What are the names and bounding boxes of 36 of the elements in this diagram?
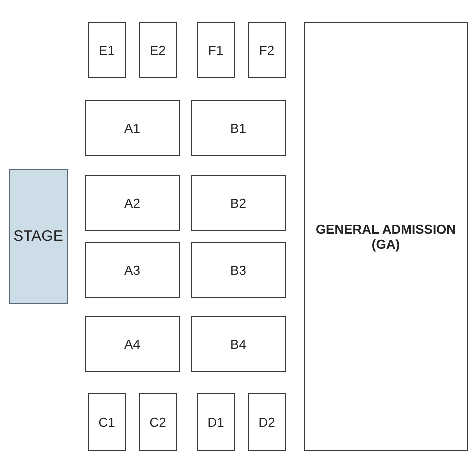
- seating-section: [191, 242, 286, 298]
- seating-section: [85, 175, 180, 231]
- seating-section: [85, 316, 180, 372]
- section-label: F1: [208, 42, 224, 58]
- section-label: F2: [259, 42, 275, 58]
- stage-area: [9, 169, 68, 304]
- section-label: E1: [99, 42, 115, 58]
- seating-section: [248, 22, 286, 78]
- seating-section: [85, 100, 180, 156]
- area-label: GENERAL ADMISSION (GA): [314, 222, 458, 252]
- seating-section: [88, 393, 126, 451]
- section-label: A2: [124, 196, 140, 210]
- section-label: B3: [230, 262, 246, 278]
- section-label: C1: [98, 414, 116, 430]
- seating-section: [191, 175, 286, 231]
- section-label: B2: [230, 196, 246, 210]
- seating-section: [191, 316, 286, 372]
- general-admission-area: [304, 22, 468, 451]
- seating-section: [191, 100, 286, 156]
- section-label: B1: [230, 120, 246, 136]
- seating-section: [88, 22, 126, 78]
- section-label: A4: [124, 336, 140, 352]
- section-label: D1: [208, 414, 224, 430]
- section-label: C2: [150, 414, 166, 430]
- section-label: E2: [150, 42, 166, 58]
- section-label: A3: [124, 262, 140, 278]
- section-label: B4: [230, 336, 246, 352]
- seating-section: [139, 22, 177, 78]
- section-label: D2: [258, 414, 276, 430]
- stage-label: STAGE: [14, 228, 64, 245]
- seating-section: [197, 22, 235, 78]
- seating-section: [139, 393, 177, 451]
- section-label: A1: [124, 120, 140, 136]
- seating-section: [85, 242, 180, 298]
- seating-section: [248, 393, 286, 451]
- seating-section: [197, 393, 235, 451]
